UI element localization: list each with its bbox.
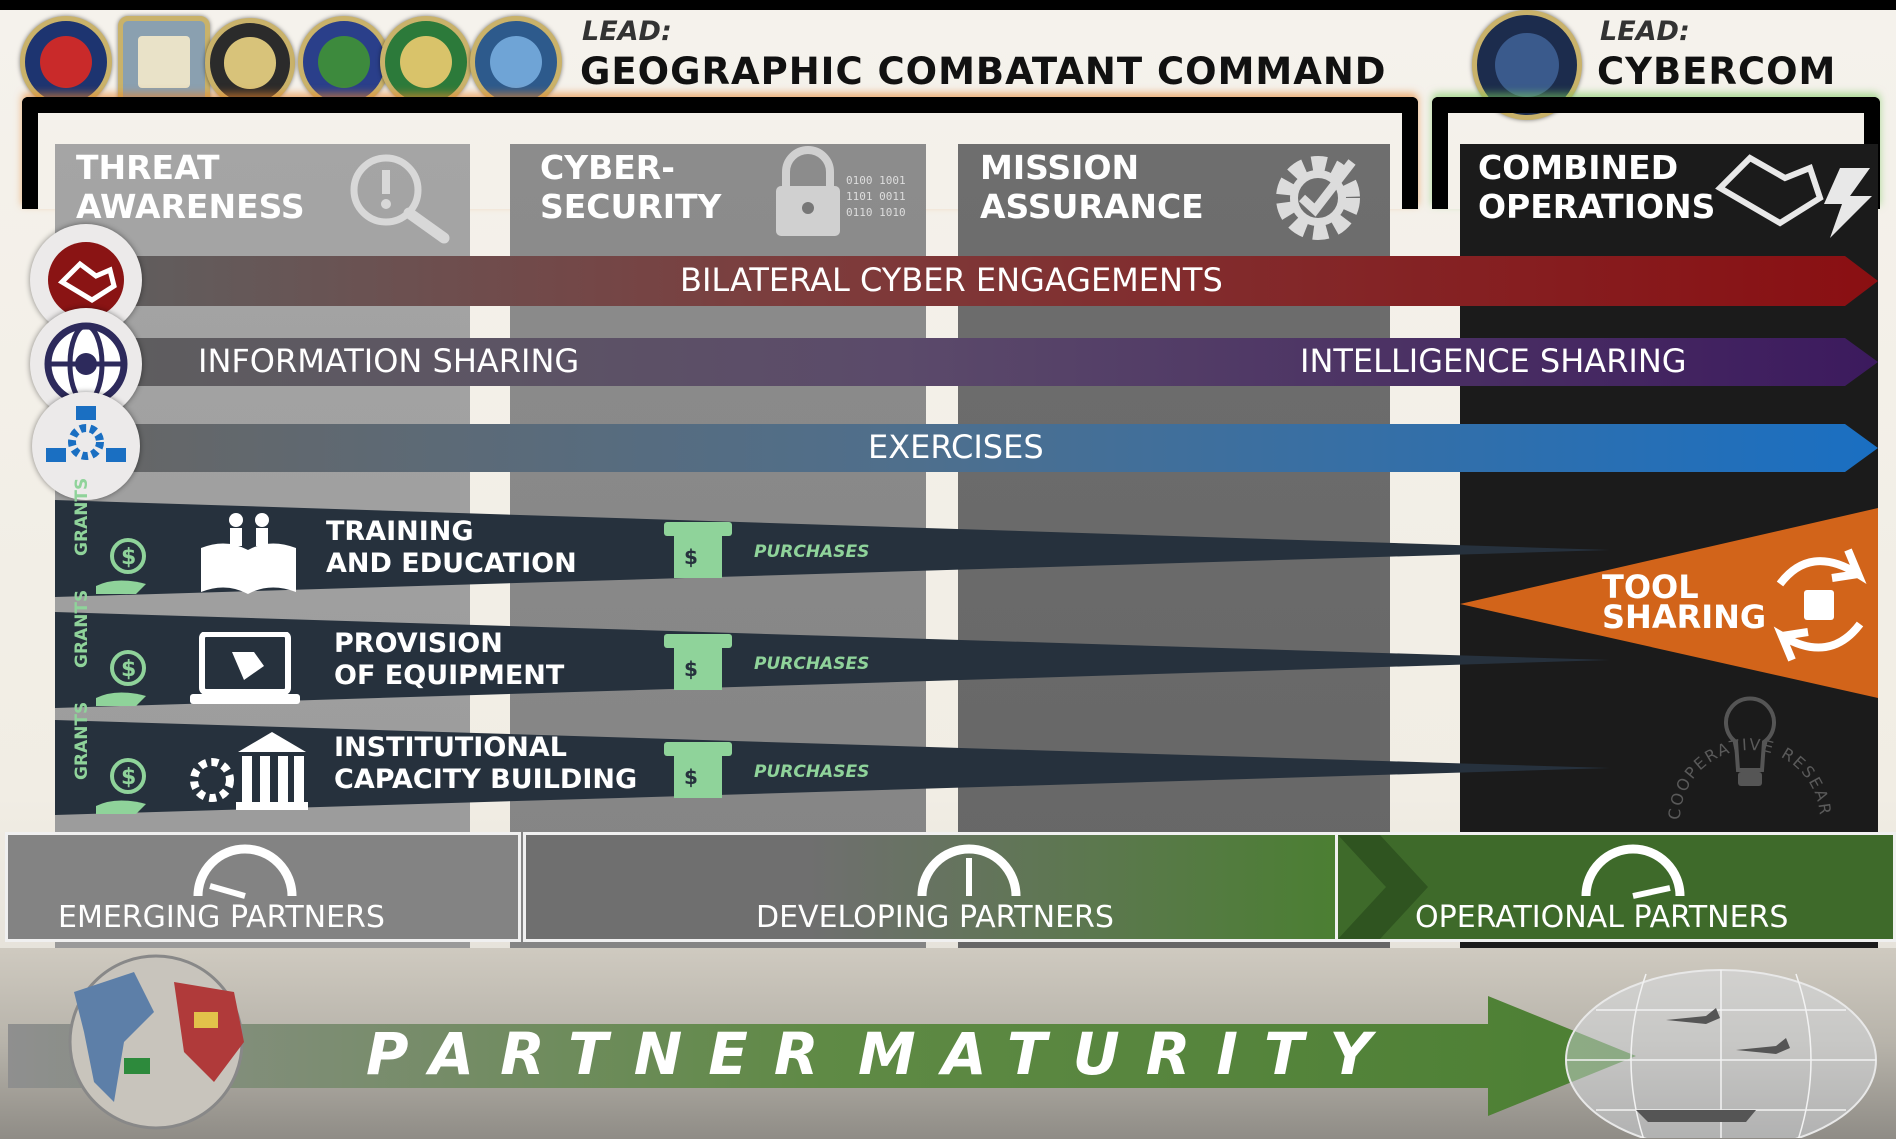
gear-check-icon [1276,156,1360,240]
grants-label-3: GRANTS [72,701,92,780]
top-black-bar [0,0,1896,10]
book-students-icon [201,513,296,594]
svg-text:$: $ [684,765,698,789]
domain-sphere-icon [1565,969,1877,1138]
world-flags-globe-icon [68,954,244,1130]
compass-star-seal-icon [205,18,295,108]
partner-maturity-arrow [8,996,1636,1116]
svg-text:$: $ [121,765,136,790]
developing-partners-bar [523,832,1341,942]
information-sharing-arrow [100,338,1878,386]
column-title-cybersecurity: CYBER-SECURITY [540,148,722,226]
grants-label-2: GRANTS [72,589,92,668]
institution-icon [190,732,308,810]
lead-label-cybercom: LEAD: [1600,16,1690,47]
purchase-atm-icon: $ [664,634,732,690]
svg-text:1101 0011: 1101 0011 [846,190,906,203]
dollar-hand-icon: $ [96,538,146,594]
svg-text:$: $ [121,545,136,570]
handshake-circle-icon [30,224,142,336]
purchases-label-2: PURCHASES [754,654,870,674]
svg-text:$: $ [121,657,136,682]
svg-text:0100 1001: 0100 1001 [846,174,906,187]
lead-title-cybercom: CYBERCOM [1597,50,1837,93]
laptop-icon [190,632,300,704]
funnel-capacity [55,720,1610,815]
handshake-lightning-icon [1715,154,1872,238]
gauge-high-icon [1581,844,1685,899]
funnel-training [55,500,1610,597]
tool-sharing-triangle [1460,508,1878,698]
globe-info-circle-icon [30,308,142,420]
dollar-hand-icon: $ [96,650,146,706]
intelligence-sharing-label: INTELLIGENCE SHARING [1300,342,1687,380]
bilateral-label: BILATERAL CYBER ENGAGEMENTS [680,261,1223,299]
eagle-shield-seal-icon [118,16,210,108]
operational-partners-label: OPERATIONAL PARTNERS [1415,900,1789,935]
purchases-label-1: PURCHASES [754,542,870,562]
information-sharing-label: INFORMATION SHARING [198,342,580,380]
network-gear-circle-icon [32,392,140,500]
recycle-tools-icon [1773,548,1867,662]
gcc-bracket [22,97,1418,209]
funnel-rows [55,500,1610,815]
exercises-label: EXERCISES [868,428,1044,466]
maturity-word-maturity: MATURITY [858,1020,1398,1088]
padlock-icon: 0100 1001 1101 0011 0110 1010 [776,146,906,236]
magnifier-alert-icon [350,154,450,244]
partner-chevron [1338,835,1428,939]
lead-title-gcc: GEOGRAPHIC COMBATANT COMMAND [580,50,1387,93]
lead-label-gcc: LEAD: [582,16,672,47]
emerging-partners-label: EMERGING PARTNERS [58,900,385,935]
research-development-icon: COOPERATIVE RESEARCH & DEVELOPMENT [1640,680,1833,820]
bilateral-engagements-arrow [100,256,1878,306]
svg-text:$: $ [684,657,698,681]
funnel-equipment [55,612,1610,708]
svg-text:0110 1010: 0110 1010 [846,206,906,219]
africom-seal-icon [298,16,390,108]
svg-text:$: $ [684,545,698,569]
exercises-arrow [100,424,1878,472]
gauge-mid-icon [917,844,1021,897]
centcom-seal-icon [380,16,472,108]
indopacom-seal-icon [470,16,562,108]
purchase-atm-icon: $ [664,522,732,578]
purchase-atm-icon: $ [664,742,732,798]
maturity-word-partner: PARTNER [366,1020,845,1088]
gauge-low-icon [193,844,297,899]
developing-partners-label: DEVELOPING PARTNERS [756,900,1114,935]
purchases-label-3: PURCHASES [754,762,870,782]
southcom-seal-icon [20,16,112,108]
dollar-hand-icon: $ [96,758,146,814]
grants-label-1: GRANTS [72,477,92,556]
